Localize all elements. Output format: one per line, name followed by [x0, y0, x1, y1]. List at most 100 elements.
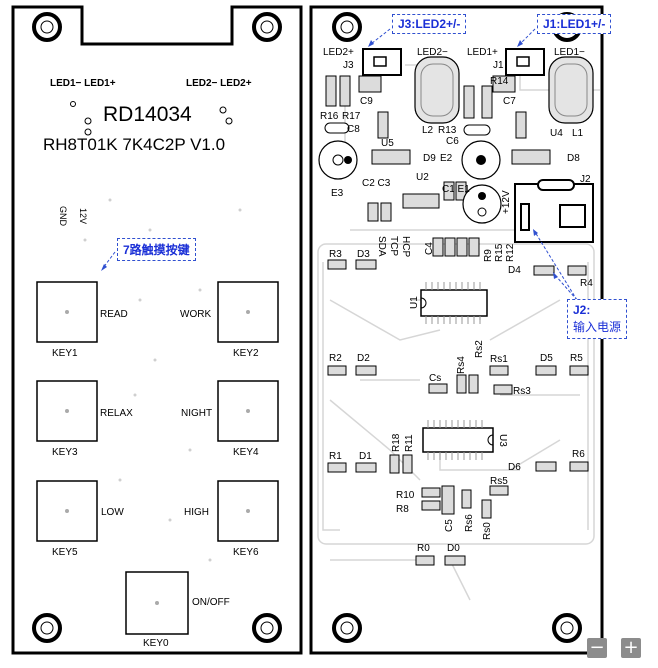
label-r16: R16 [320, 111, 339, 122]
key-id-label: KEY2 [233, 348, 259, 359]
label-d9: D9 [423, 153, 436, 164]
pin-12v: 12V [78, 208, 88, 224]
key-function-label: ON/OFF [192, 597, 230, 608]
zoom-out-button[interactable]: − [587, 638, 607, 658]
label-r0: R0 [417, 543, 430, 554]
label-led1m: LED1− [554, 47, 585, 58]
label-r18: R18 [391, 433, 402, 452]
callout-j1: J1:LED1+/- [537, 14, 612, 34]
key-onoff: ON/OFF KEY0 [125, 571, 230, 649]
board-version: RH8T01K 7K4C2P V1.0 [43, 135, 225, 154]
ic-u3 [422, 420, 494, 460]
label-sda: SDA [376, 236, 387, 257]
callout-j3: J3:LED2+/- [392, 14, 467, 34]
label-r3: R3 [329, 249, 342, 260]
label-e3: E3 [331, 188, 344, 199]
label-j3: J3 [343, 60, 354, 71]
label-tcp: TCP [388, 236, 399, 256]
connector-j3 [362, 48, 402, 76]
label-rs1: Rs1 [490, 354, 508, 365]
label-r6: R6 [572, 449, 585, 460]
label-rs6: Rs6 [464, 514, 475, 532]
label-d5: D5 [540, 353, 553, 364]
label-r17: R17 [342, 111, 361, 122]
key-id-label: KEY6 [233, 547, 259, 558]
label-j1: J1 [493, 60, 504, 71]
label-r4: R4 [580, 278, 593, 289]
key-low: LOW KEY5 [36, 480, 124, 558]
label-d1: D1 [359, 451, 372, 462]
key-read: READ KEY1 [36, 281, 128, 359]
label-r9: R9 [483, 249, 494, 262]
key-high: HIGH KEY6 [184, 480, 279, 558]
key-night: NIGHT KEY4 [181, 380, 279, 458]
key-function-label: LOW [101, 507, 124, 518]
key-work: WORK KEY2 [180, 281, 279, 359]
board-model: RD14034 [103, 103, 192, 126]
label-r10: R10 [396, 490, 415, 501]
key-id-label: KEY4 [233, 447, 259, 458]
key-function-label: NIGHT [181, 408, 212, 419]
key-function-label: HIGH [184, 507, 209, 518]
label-r5: R5 [570, 353, 583, 364]
led1-pin-labels: LED1− LED1+ [50, 78, 116, 89]
label-u1: U1 [409, 296, 420, 309]
label-c2c3: C2 C3 [362, 178, 391, 189]
label-led1p: LED1+ [467, 47, 498, 58]
label-c4: C4 [424, 242, 435, 255]
pin-gnd: GND [58, 206, 68, 227]
label-u5: U5 [381, 138, 394, 149]
label-rs0: Rs0 [482, 522, 493, 540]
label-c9: C9 [360, 96, 373, 107]
key-function-label: RELAX [100, 408, 133, 419]
label-l1: L1 [572, 128, 584, 139]
label-c1e1: C1 E1 [442, 184, 470, 195]
label-d3: D3 [357, 249, 370, 260]
label-d0: D0 [447, 543, 460, 554]
label-led2p: LED2+ [323, 47, 354, 58]
label-u3: U3 [497, 434, 508, 447]
label-d6: D6 [508, 462, 521, 473]
label-r13: R13 [438, 125, 457, 136]
label-rs3: Rs3 [513, 386, 531, 397]
label-cs: Cs [429, 373, 441, 384]
capacitor-e1 [462, 184, 502, 224]
capacitor-e3 [318, 140, 358, 180]
label-r11: R11 [404, 434, 415, 452]
key-function-label: WORK [180, 309, 211, 320]
key-id-label: KEY0 [143, 638, 169, 649]
label-l2: L2 [422, 125, 434, 136]
label-d8: D8 [567, 153, 580, 164]
label-r1: R1 [329, 451, 342, 462]
label-c8: C8 [347, 124, 360, 135]
key-function-label: READ [100, 309, 128, 320]
key-id-label: KEY1 [52, 348, 78, 359]
callout-touch-keys: 7路触摸按键 [117, 238, 196, 261]
zoom-in-button[interactable]: + [621, 638, 641, 658]
label-rs5: Rs5 [490, 476, 508, 487]
label-u2: U2 [416, 172, 429, 183]
label-r15: R15 [494, 243, 505, 262]
label-rs4: Rs4 [456, 356, 467, 374]
front-board: LED1− LED1+ LED2− LED2+ RD14034 RH8T01K … [11, 5, 303, 655]
callout-j2-desc: 输入电源 [573, 320, 622, 334]
callout-j2-title: J2: [573, 303, 591, 317]
label-d2: D2 [357, 353, 370, 364]
label-u4: U4 [550, 128, 563, 139]
back-board: LED2− LED1+ LED1− LED2+ J3 J1 R14 C9 C7 … [309, 5, 604, 655]
label-c5: C5 [444, 519, 455, 532]
label-r8: R8 [396, 504, 409, 515]
label-c7: C7 [503, 96, 516, 107]
capacitor-e2 [461, 140, 501, 180]
callout-j2: J2: 输入电源 [567, 299, 628, 339]
label-r14: R14 [490, 76, 509, 87]
inductor-l2 [414, 56, 460, 124]
ic-u1 [420, 282, 488, 324]
label-led2m: LED2− [417, 47, 448, 58]
led2-pin-labels: LED2− LED2+ [186, 78, 252, 89]
label-r2: R2 [329, 353, 342, 364]
label-rs2: Rs2 [474, 340, 485, 358]
label-j2: J2 [580, 174, 591, 185]
inductor-l1 [548, 56, 594, 124]
label-r12: R12 [505, 243, 516, 262]
